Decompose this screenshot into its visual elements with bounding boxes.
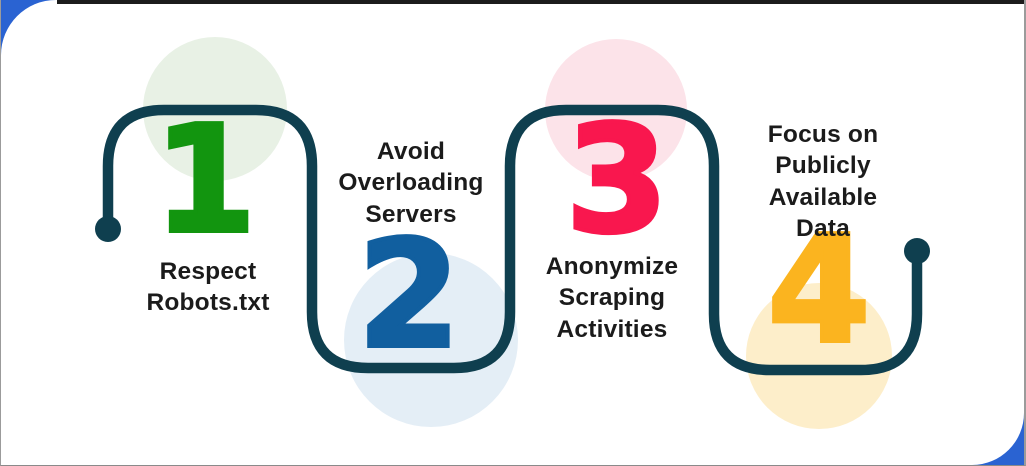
step2-number: 2 bbox=[356, 209, 463, 381]
step3-number: 3 bbox=[564, 94, 671, 266]
flow-start-dot bbox=[95, 216, 121, 242]
step3-label: Anonymize Scraping Activities bbox=[545, 253, 679, 343]
flow-line bbox=[102, 104, 923, 376]
step4-number: 4 bbox=[766, 204, 873, 376]
step2-label: Avoid Overloading Servers bbox=[338, 138, 484, 228]
flow-end-dot bbox=[904, 238, 930, 264]
step4-halo-circle bbox=[746, 283, 892, 429]
step4-label: Focus on Publicly Available Data bbox=[767, 121, 879, 243]
top-border-strip bbox=[57, 0, 1024, 4]
step1-label: Respect Robots.txt bbox=[146, 258, 270, 317]
step1-number: 1 bbox=[152, 94, 259, 266]
step2-halo-circle bbox=[344, 253, 518, 427]
